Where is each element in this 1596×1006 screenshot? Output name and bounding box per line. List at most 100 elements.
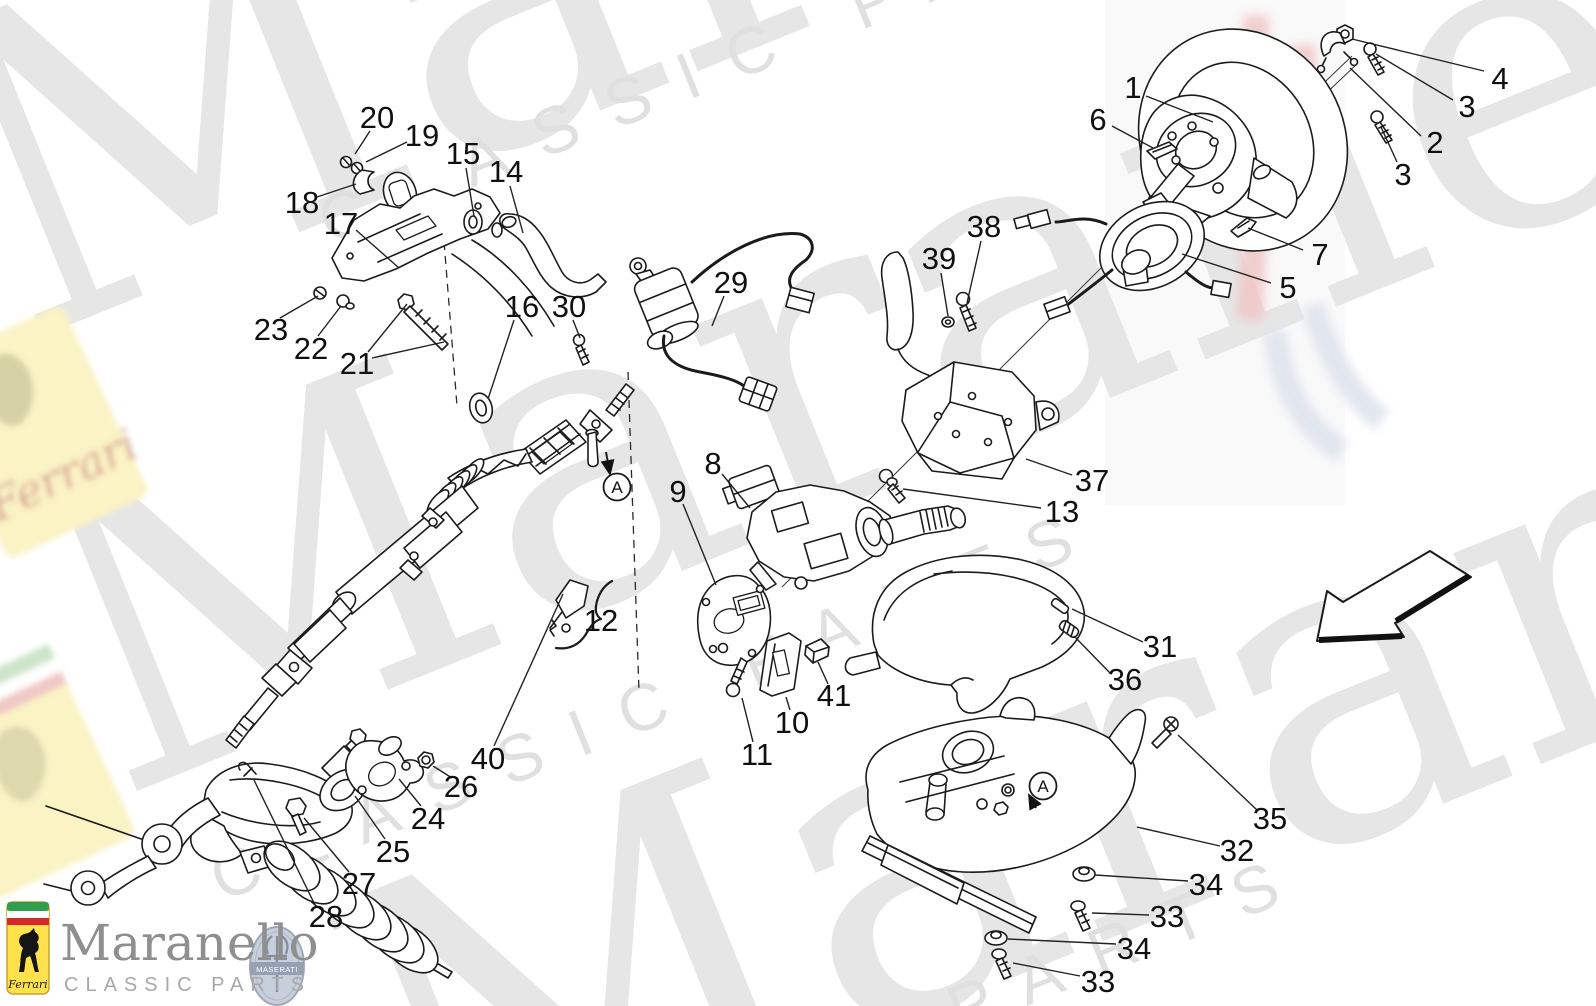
callout-17: 17	[323, 206, 359, 241]
callout-34: 34	[1188, 867, 1224, 902]
callout-3: 3	[1458, 89, 1476, 124]
callout-18: 18	[284, 185, 320, 220]
callout-19: 19	[404, 118, 440, 153]
leader-line-26	[432, 765, 453, 779]
leader-line-3	[1375, 53, 1454, 101]
logo-wordmark: Maranello	[60, 914, 319, 972]
leader-line-9	[682, 503, 717, 586]
leader-line-17	[355, 229, 400, 269]
callout-1: 1	[1124, 70, 1142, 105]
leader-line-40	[493, 593, 564, 747]
leader-line-7	[1247, 227, 1304, 251]
leader-line-22	[317, 305, 342, 337]
leader-line-6	[1111, 125, 1154, 149]
callout-33: 33	[1080, 964, 1116, 999]
callout-8: 8	[704, 446, 722, 481]
callout-13: 13	[1044, 494, 1080, 529]
callout-10: 10	[774, 705, 810, 740]
upper-bracket-drawing	[313, 155, 607, 351]
leader-line-38	[966, 240, 982, 304]
callout-33: 33	[1149, 899, 1185, 934]
callout-31: 31	[1142, 629, 1178, 664]
svg-text:A: A	[611, 478, 623, 497]
leader-line-30	[572, 319, 581, 339]
steering-wheel-drawing	[1135, 28, 1349, 252]
callout-14: 14	[488, 154, 524, 189]
leader-line-33	[1091, 912, 1150, 916]
callout-20: 20	[359, 100, 395, 135]
callout-30: 30	[551, 289, 587, 324]
ferrari-shield-logo: Ferrari	[6, 901, 50, 995]
leader-line-41	[817, 661, 829, 685]
direction-arrow	[1316, 550, 1472, 643]
callout-24: 24	[410, 801, 446, 836]
callout-37: 37	[1074, 463, 1110, 498]
callout-22: 22	[293, 331, 329, 366]
leader-line-18	[316, 183, 357, 198]
leader-line-23	[279, 295, 319, 319]
maserati-badge-label: MASERATI	[256, 965, 298, 974]
lower-cover-drawing	[861, 696, 1179, 980]
callout-5: 5	[1279, 270, 1297, 305]
callout-25: 25	[375, 834, 411, 869]
upper-cover-drawing	[844, 554, 1086, 714]
leader-line-15	[465, 167, 475, 217]
leader-line-34	[1007, 938, 1117, 945]
steering-rack-drawing	[43, 728, 453, 979]
callout-36: 36	[1107, 662, 1143, 697]
callout-11: 11	[740, 737, 774, 772]
callout-41: 41	[816, 678, 852, 713]
leader-line-35	[1177, 734, 1258, 811]
leader-line-28	[253, 779, 316, 906]
leader-line-29	[711, 295, 725, 327]
leader-line-16	[487, 319, 515, 400]
callout-38: 38	[966, 209, 1002, 244]
ferrari-shield-watermark-bottom	[0, 643, 134, 897]
leader-line-11	[741, 697, 754, 743]
callout-3: 3	[1394, 157, 1412, 192]
maserati-badge: MASERATI	[249, 926, 305, 1006]
steering-column-drawing	[225, 333, 635, 749]
callout-23: 23	[253, 312, 289, 347]
callout-7: 7	[1311, 237, 1329, 272]
callout-27: 27	[341, 866, 377, 901]
leader-line-20	[354, 130, 371, 155]
prancing-horse-icon	[19, 928, 39, 972]
leader-line-34	[1094, 874, 1189, 882]
leader-line-39	[940, 272, 949, 317]
callout-35: 35	[1252, 801, 1288, 836]
leader-line-19	[365, 141, 408, 163]
clock-spring-drawing	[1013, 192, 1232, 321]
callout-9: 9	[669, 474, 687, 509]
leader-line-3	[1380, 126, 1398, 163]
callout-32: 32	[1219, 833, 1255, 868]
callout-4: 4	[1491, 61, 1509, 96]
leader-line-5	[1181, 253, 1272, 284]
detail-markers: AA	[600, 451, 1058, 811]
callout-2: 2	[1426, 125, 1444, 160]
leader-line-25	[354, 795, 386, 840]
leader-line-32	[1136, 826, 1221, 847]
leader-line-14	[509, 185, 524, 234]
leader-line-10	[785, 696, 791, 711]
wheel-fasteners-drawing	[1316, 24, 1393, 144]
detail-marker-A: A	[1028, 771, 1058, 811]
callout-39: 39	[921, 241, 957, 276]
callout-12: 12	[583, 603, 619, 638]
leader-line-31	[1071, 608, 1144, 643]
callout-34: 34	[1116, 931, 1152, 966]
callout-16: 16	[504, 289, 540, 324]
clip-drawings	[1146, 141, 1257, 238]
callout-6: 6	[1089, 102, 1107, 137]
leader-line-36	[1073, 635, 1111, 674]
leader-lines	[253, 38, 1485, 977]
svg-text:A: A	[1037, 777, 1049, 796]
leader-line-21	[371, 341, 445, 359]
leader-line-13	[902, 488, 1042, 509]
leader-line-21	[367, 303, 408, 353]
leader-line-2	[1349, 67, 1422, 137]
